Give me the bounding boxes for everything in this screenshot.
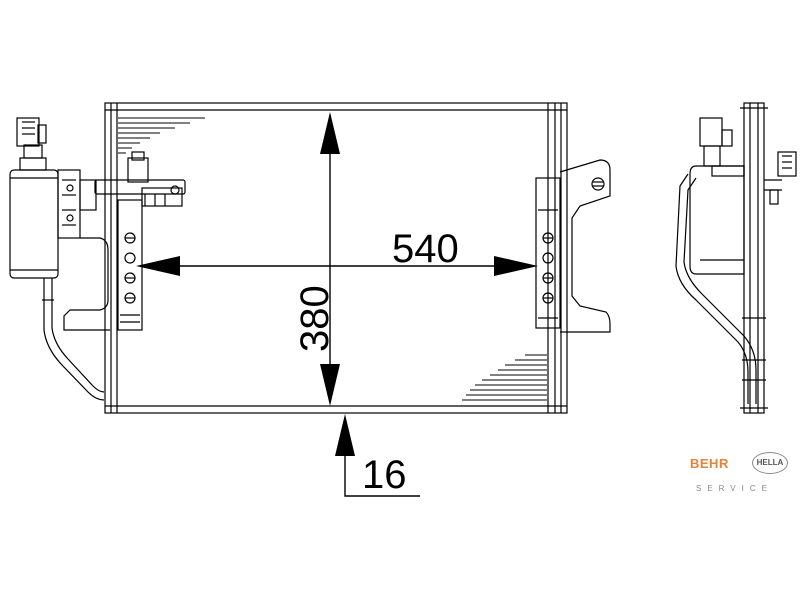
fin-hatching-top-left xyxy=(118,117,205,154)
service-label: SERVICE xyxy=(696,484,773,493)
condenser-core xyxy=(104,102,568,414)
dimension-width xyxy=(136,256,538,276)
fin-hatching-bottom-right xyxy=(462,354,547,401)
dimension-depth xyxy=(335,414,420,497)
dimension-depth-label: 16 xyxy=(362,453,407,497)
dimension-height xyxy=(320,112,340,406)
side-view xyxy=(675,102,797,414)
behr-hella-service-logo: BEHR HELLA SERVICE xyxy=(690,452,794,498)
behr-logo-text: BEHR xyxy=(690,456,729,471)
left-mounting-bracket xyxy=(94,151,186,331)
drier-pipe xyxy=(42,278,105,401)
right-mounting-bracket xyxy=(535,159,611,333)
dimension-width-label: 540 xyxy=(392,227,459,271)
hella-logo-badge: HELLA xyxy=(752,452,788,474)
receiver-drier xyxy=(9,117,110,331)
dimension-height-label: 380 xyxy=(293,285,337,352)
